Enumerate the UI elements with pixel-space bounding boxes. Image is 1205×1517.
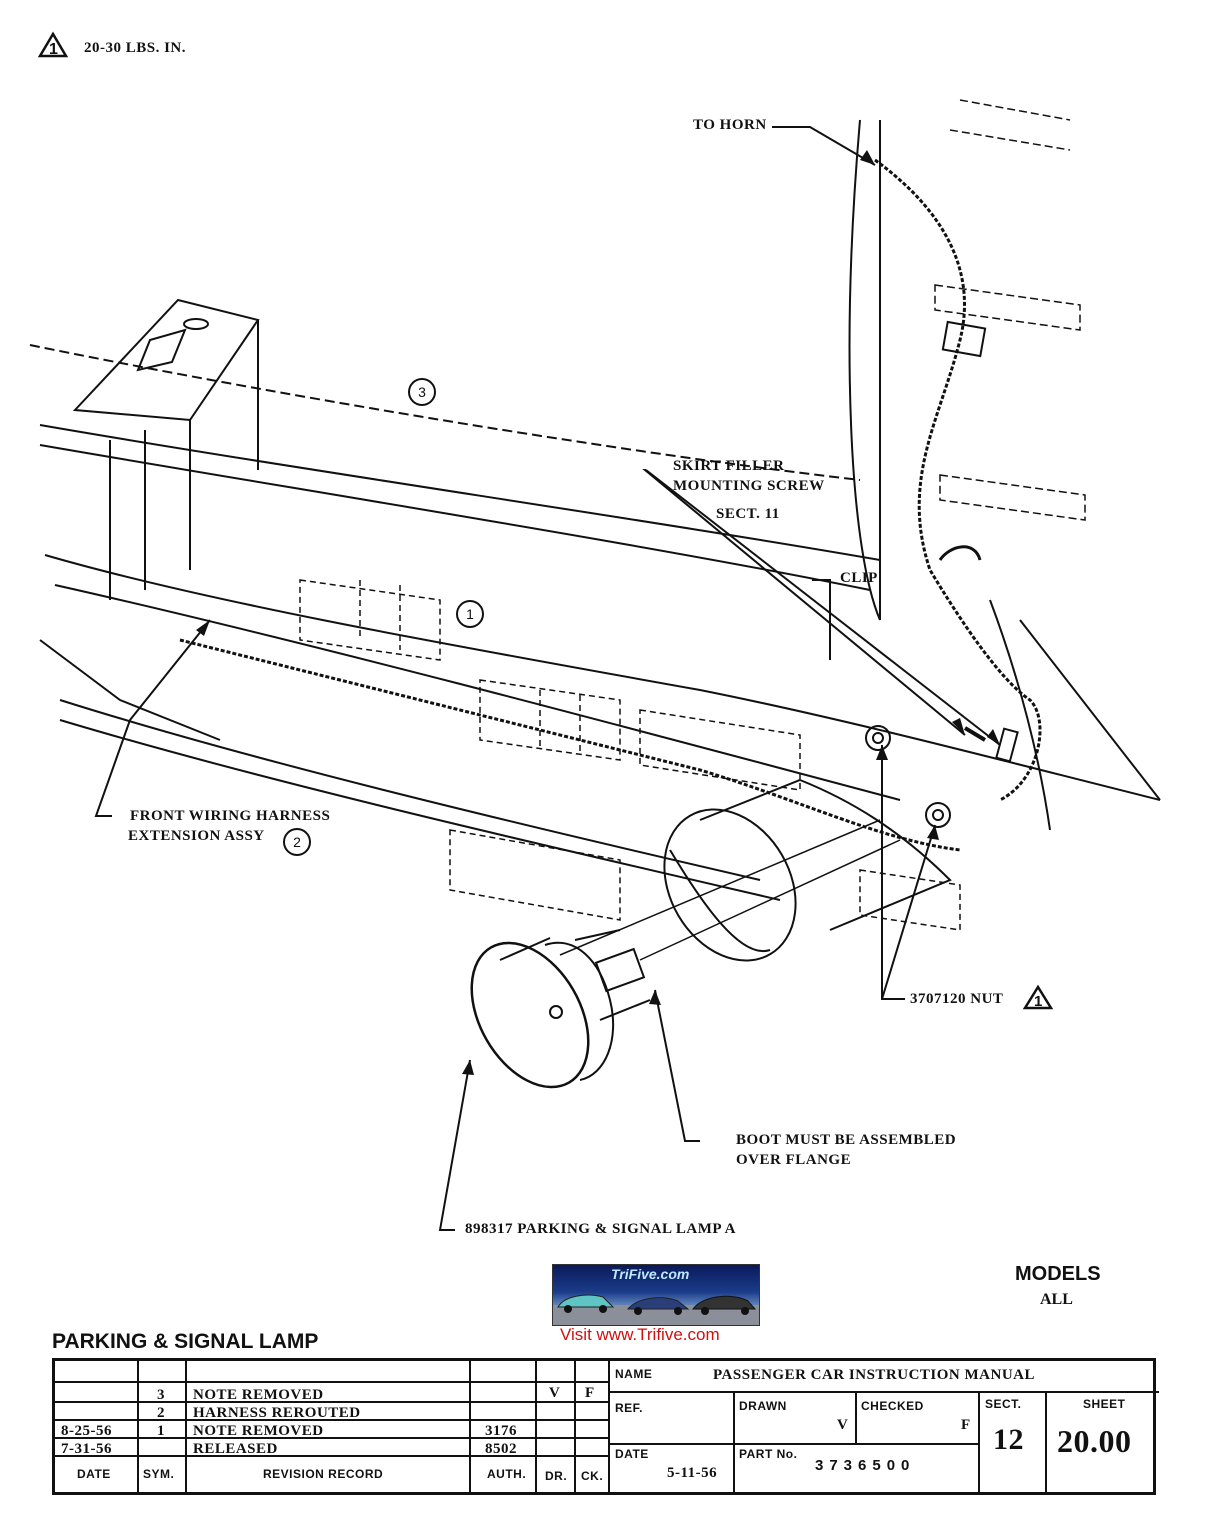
nut-warning-icon: 1 xyxy=(1022,984,1054,1010)
parking-lamp-assembly xyxy=(470,819,901,1089)
torque-note: 20-30 LBS. IN. xyxy=(84,40,187,56)
rev-row-3-date: 8-25-56 xyxy=(61,1423,112,1439)
lamp-part-label: 898317 PARKING & SIGNAL LAMP A xyxy=(465,1221,736,1237)
skirt-filler-label-1: SKIRT FILLER xyxy=(673,458,785,474)
rev-header-sym: SYM. xyxy=(143,1467,175,1481)
fender-grille-panel xyxy=(29,99,1161,901)
checked-value: F xyxy=(961,1417,971,1433)
rev-row-4-date: 7-31-56 xyxy=(61,1441,112,1457)
arrowheads xyxy=(196,150,1000,1075)
date-label: DATE xyxy=(615,1447,649,1461)
rev-top-dr: V xyxy=(549,1385,561,1401)
nut-lower xyxy=(925,802,951,828)
svg-text:1: 1 xyxy=(1034,993,1042,1010)
rev-header-dr: DR. xyxy=(545,1469,568,1483)
rev-header-record: REVISION RECORD xyxy=(263,1467,384,1481)
drawn-label: DRAWN xyxy=(739,1399,787,1413)
harness-label-1: FRONT WIRING HARNESS xyxy=(130,808,331,824)
rev-header-date: DATE xyxy=(77,1467,111,1481)
skirt-filler-screw xyxy=(963,726,987,742)
rev-row-3-sym: 1 xyxy=(157,1423,165,1439)
rev-header-auth: AUTH. xyxy=(487,1467,527,1481)
title-block: V F 3 NOTE REMOVED 2 HARNESS REROUTED 8-… xyxy=(52,1358,1159,1495)
rev-row-3-auth: 3176 xyxy=(485,1423,517,1439)
models-value: ALL xyxy=(1040,1291,1073,1308)
part-label: PART No. xyxy=(739,1447,798,1461)
rev-row-4-auth: 8502 xyxy=(485,1441,517,1457)
trifive-logo[interactable]: TriFive.com xyxy=(552,1264,760,1326)
name-label: NAME xyxy=(615,1367,653,1381)
rev-row-2-sym: 2 xyxy=(157,1405,165,1421)
rev-header-ck: CK. xyxy=(581,1469,604,1483)
lamp-housing xyxy=(663,778,952,962)
manual-name: PASSENGER CAR INSTRUCTION MANUAL xyxy=(713,1367,1036,1383)
callout-number-1: 1 xyxy=(456,600,484,628)
skirt-filler-label-3: SECT. 11 xyxy=(716,506,780,522)
to-horn-label: TO HORN xyxy=(693,117,767,133)
skirt-filler-label-2: MOUNTING SCREW xyxy=(673,478,825,494)
rev-top-ck: F xyxy=(585,1385,595,1401)
nut-upper xyxy=(865,725,891,751)
logo-brand-text: TriFive.com xyxy=(611,1266,690,1282)
svg-text:1: 1 xyxy=(49,41,58,58)
clip-label: CLIP xyxy=(840,570,878,586)
harness-label-2: EXTENSION ASSY xyxy=(128,828,265,844)
nut-label: 3707120 NUT xyxy=(910,991,1004,1007)
sect-value: 12 xyxy=(993,1423,1024,1456)
drawing-title: PARKING & SIGNAL LAMP xyxy=(52,1330,319,1353)
grille-bars xyxy=(299,579,961,931)
clip-part xyxy=(995,727,1019,763)
rev-row-1-sym: 3 xyxy=(157,1387,165,1403)
checked-label: CHECKED xyxy=(861,1399,924,1413)
boot-label-2: OVER FLANGE xyxy=(736,1152,852,1168)
ref-label: REF. xyxy=(615,1401,644,1415)
drawn-value: V xyxy=(837,1417,849,1433)
boot-label-1: BOOT MUST BE ASSEMBLED xyxy=(736,1132,957,1148)
sheet-label: SHEET xyxy=(1083,1397,1126,1411)
rev-row-1-record: NOTE REMOVED xyxy=(193,1387,324,1403)
callout-number-3: 3 xyxy=(408,378,436,406)
torque-warning-icon: 1 xyxy=(37,31,69,58)
callout-number-2: 2 xyxy=(283,828,311,856)
date-value: 5-11-56 xyxy=(667,1465,718,1481)
wiring-harness xyxy=(179,158,1042,852)
sect-label: SECT. xyxy=(985,1397,1022,1411)
sheet-value: 20.00 xyxy=(1057,1423,1132,1459)
leader-lines xyxy=(94,126,1001,1231)
rev-row-3-record: NOTE REMOVED xyxy=(193,1423,324,1439)
upper-bracket xyxy=(72,298,260,600)
part-value: 3736500 xyxy=(815,1457,916,1474)
models-label: MODELS xyxy=(1015,1263,1101,1285)
rev-row-4-record: RELEASED xyxy=(193,1441,278,1457)
classic-cars-icon xyxy=(553,1294,759,1325)
visit-link[interactable]: Visit www.Trifive.com xyxy=(560,1325,720,1344)
rev-row-2-record: HARNESS REROUTED xyxy=(193,1405,361,1421)
